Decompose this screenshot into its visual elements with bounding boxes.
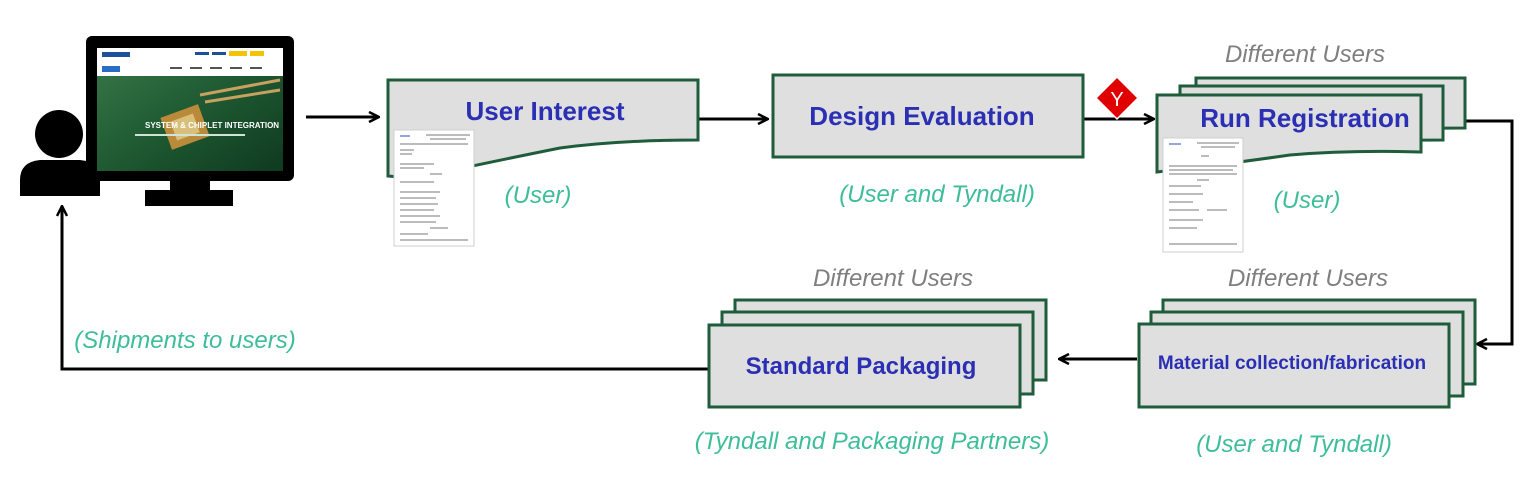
step-material-fabrication: Material collection/fabrication <box>1137 298 1477 409</box>
person-icon <box>20 110 100 196</box>
material-fabrication-box <box>1137 322 1451 409</box>
computer-monitor-icon: SYSTEM & CHIPLET INTEGRATION <box>86 36 294 206</box>
step-run-registration: Run Registration <box>1155 76 1467 174</box>
run-registration-title: Run Registration <box>1200 103 1409 133</box>
user-interest-title: User Interest <box>466 96 625 126</box>
standard-packaging-role: (Tyndall and Packaging Partners) <box>695 428 1049 455</box>
step-standard-packaging: Standard Packaging <box>707 298 1048 409</box>
standard-packaging-box <box>707 323 1022 409</box>
material-fabrication-role: (User and Tyndall) <box>1196 431 1392 458</box>
fabrication-multi-label: Different Users <box>1228 265 1388 292</box>
connectors <box>62 117 1514 371</box>
website-banner-text: SYSTEM & CHIPLET INTEGRATION <box>145 121 279 130</box>
step-design-evaluation: Design Evaluation <box>771 73 1085 159</box>
arrow-shipments-to-user <box>62 207 709 371</box>
design-evaluation-box <box>771 73 1085 159</box>
decision-diamond-icon: Y <box>1094 75 1140 121</box>
document-form-icon <box>393 129 475 247</box>
standard-packaging-title: Standard Packaging <box>746 353 977 380</box>
packaging-multi-label: Different Users <box>813 265 973 292</box>
document-form-icon <box>1162 137 1244 253</box>
user-interest-role: (User) <box>505 182 572 209</box>
design-evaluation-role: (User and Tyndall) <box>839 181 1035 208</box>
material-fabrication-title: Material collection/fabrication <box>1158 353 1426 374</box>
website-nav-button <box>229 51 247 56</box>
run-registration-multi-label: Different Users <box>1225 41 1385 68</box>
shipments-label: (Shipments to users) <box>74 327 295 354</box>
arrow-registration-to-fabrication <box>1465 119 1514 344</box>
design-evaluation-title: Design Evaluation <box>809 101 1034 131</box>
decision-label: Y <box>1110 89 1123 111</box>
run-registration-role: (User) <box>1274 187 1341 214</box>
